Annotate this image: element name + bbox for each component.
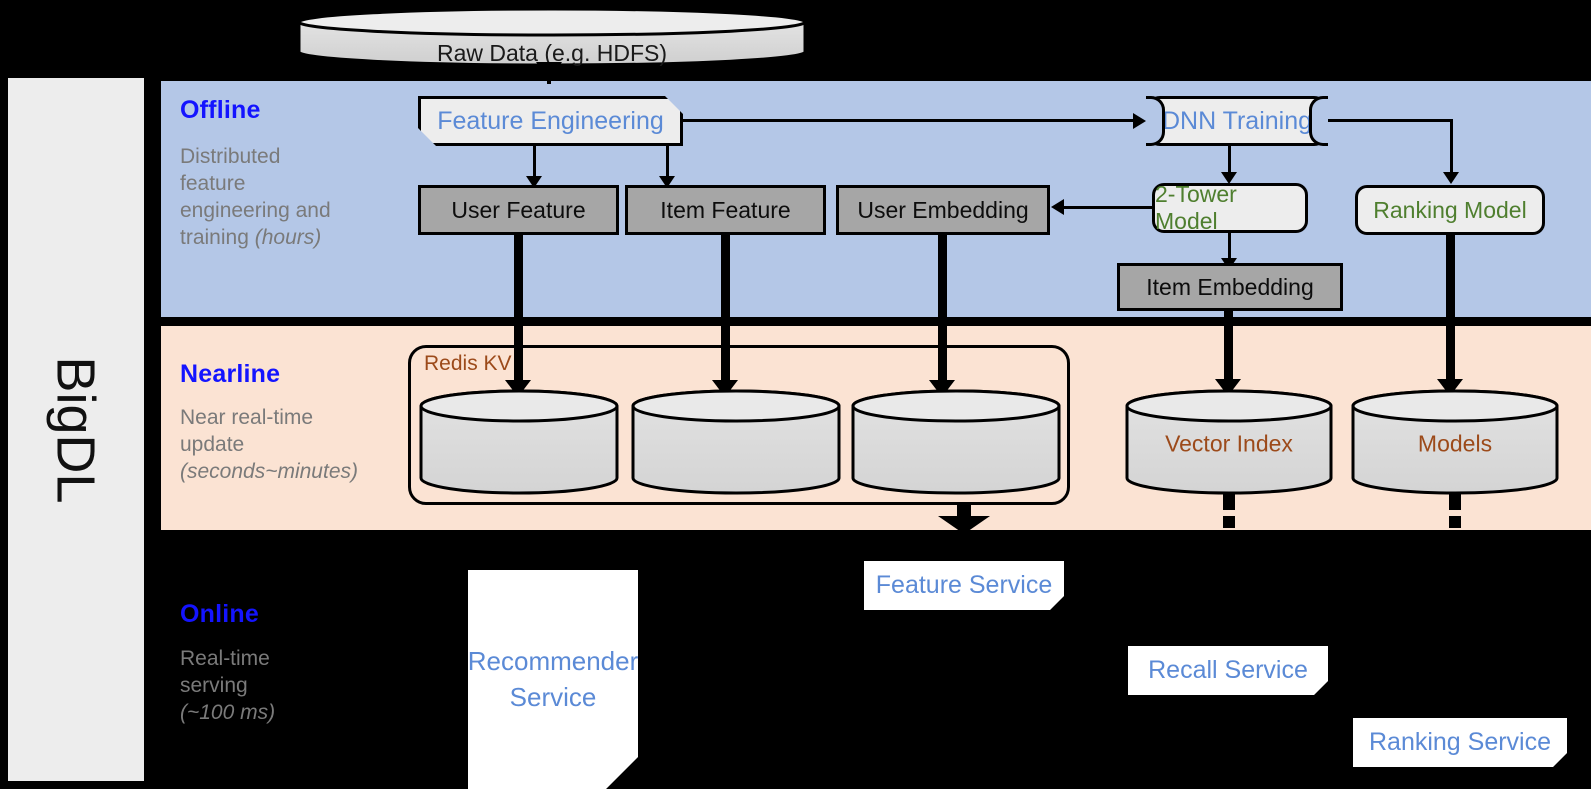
edge-dnn-to-ranking-h — [1328, 119, 1453, 122]
recommender-service-label: Recommender Service — [468, 644, 639, 714]
edge-redis-to-featureservice-stub — [957, 504, 971, 518]
edge-fe-to-dnn-arrowhead — [1133, 113, 1146, 129]
item-feature-store-cylinder[interactable] — [630, 388, 842, 496]
item-feature-label: Item Feature — [660, 196, 791, 223]
dnn-training-box[interactable]: DNN Training — [1146, 96, 1328, 146]
edge-redis-to-featureservice-arrowhead — [938, 516, 990, 534]
redis-kv-container — [408, 345, 1070, 505]
edge-rawdata-to-fe-arrowhead — [536, 62, 562, 79]
edge-userembedding-to-store — [938, 235, 947, 388]
bigdl-label: BigDL — [46, 355, 107, 504]
redis-kv-label: Redis KV — [424, 352, 512, 375]
ranking-model-label: Ranking Model — [1373, 196, 1527, 223]
recommender-service-note[interactable]: Recommender Service — [468, 570, 638, 789]
user-feature-label: User Feature — [451, 196, 586, 223]
models-cylinder[interactable]: Models — [1350, 388, 1560, 496]
online-sub-l3: (~100 ms) — [180, 700, 276, 724]
nearline-sub-l2: update — [180, 432, 245, 456]
recall-service-label: Recall Service — [1148, 655, 1308, 684]
online-subtitle: Real-time serving (~100 ms) — [180, 646, 410, 727]
edge-twotower-to-itemembedding — [1228, 233, 1231, 261]
recall-service-note[interactable]: Recall Service — [1128, 646, 1328, 695]
dnn-training-label: DNN Training — [1161, 106, 1313, 135]
edge-dnn-to-twotower — [1228, 146, 1231, 175]
models-label: Models — [1417, 430, 1493, 457]
user-embedding-box[interactable]: User Embedding — [836, 185, 1050, 235]
user-embedding-store-cylinder[interactable] — [850, 388, 1062, 496]
online-title: Online — [180, 600, 259, 628]
offline-sub-l4-italic: (hours) — [254, 225, 322, 249]
user-feature-store-cylinder[interactable] — [418, 388, 620, 496]
ranking-model-box[interactable]: Ranking Model — [1355, 185, 1545, 235]
edge-vectorindex-to-recall-dash2 — [1223, 516, 1235, 528]
edge-userfeature-to-store — [514, 235, 523, 388]
feature-engineering-box[interactable]: Feature Engineering — [418, 96, 683, 146]
user-embedding-label: User Embedding — [857, 196, 1029, 223]
edge-twotower-to-userembedding-arrowhead — [1051, 199, 1064, 215]
edge-fe-to-dnn — [683, 119, 1133, 122]
online-sub-l2: serving — [180, 673, 248, 697]
feature-service-label: Feature Service — [875, 570, 1053, 599]
offline-sub-l3: engineering and — [180, 198, 331, 222]
edge-twotower-to-userembedding — [1064, 206, 1154, 209]
recommender-service-label-l2: Service — [509, 681, 597, 712]
item-feature-box[interactable]: Item Feature — [625, 185, 826, 235]
edge-fe-to-itemfeature — [666, 146, 669, 180]
edge-dnn-to-ranking-arrowhead — [1443, 172, 1459, 184]
raw-data-cylinder: Raw Data (e.g. HDFS) — [296, 6, 808, 68]
offline-sub-l4: training — [180, 225, 255, 249]
edge-models-to-ranking-dash1 — [1449, 492, 1461, 510]
ranking-service-note[interactable]: Ranking Service — [1353, 718, 1567, 767]
online-sub-l1: Real-time — [180, 647, 270, 670]
nearline-sub-l3: (seconds~minutes) — [180, 459, 358, 483]
edge-models-to-ranking-dash2 — [1449, 516, 1461, 528]
edge-itemembedding-to-vectorindex — [1224, 311, 1233, 387]
edge-itemfeature-to-store — [721, 235, 730, 388]
edge-vectorindex-to-recall-dash1 — [1223, 492, 1235, 510]
user-feature-box[interactable]: User Feature — [418, 185, 619, 235]
offline-subtitle: Distributed feature engineering and trai… — [180, 144, 380, 252]
two-tower-model-box[interactable]: 2-Tower Model — [1152, 181, 1308, 234]
offline-sub-l1: Distributed — [180, 145, 281, 168]
nearline-subtitle: Near real-time update (seconds~minutes) — [180, 405, 410, 486]
recommender-service-label-l1: Recommender — [467, 646, 639, 677]
feature-service-note[interactable]: Feature Service — [864, 561, 1064, 610]
feature-engineering-label: Feature Engineering — [437, 106, 664, 135]
edge-dnn-to-twotower-arrowhead — [1221, 172, 1237, 184]
offline-title: Offline — [180, 96, 261, 124]
two-tower-model-label: 2-Tower Model — [1155, 181, 1237, 234]
vector-index-cylinder[interactable]: Vector Index — [1124, 388, 1334, 496]
item-embedding-label: Item Embedding — [1146, 273, 1314, 300]
vector-index-label: Vector Index — [1165, 430, 1293, 457]
edge-dnn-to-ranking-v — [1450, 119, 1453, 175]
nearline-title: Nearline — [180, 360, 281, 388]
edge-fe-to-userfeature — [533, 146, 536, 180]
ranking-service-label: Ranking Service — [1368, 727, 1552, 756]
item-embedding-box[interactable]: Item Embedding — [1117, 263, 1343, 311]
bigdl-rail: BigDL — [8, 78, 144, 781]
offline-sub-l2: feature — [180, 171, 246, 195]
nearline-sub-l1: Near real-time — [180, 406, 314, 429]
edge-rankingmodel-to-models — [1446, 235, 1455, 387]
raw-data-label: Raw Data (e.g. HDFS) — [436, 40, 668, 66]
